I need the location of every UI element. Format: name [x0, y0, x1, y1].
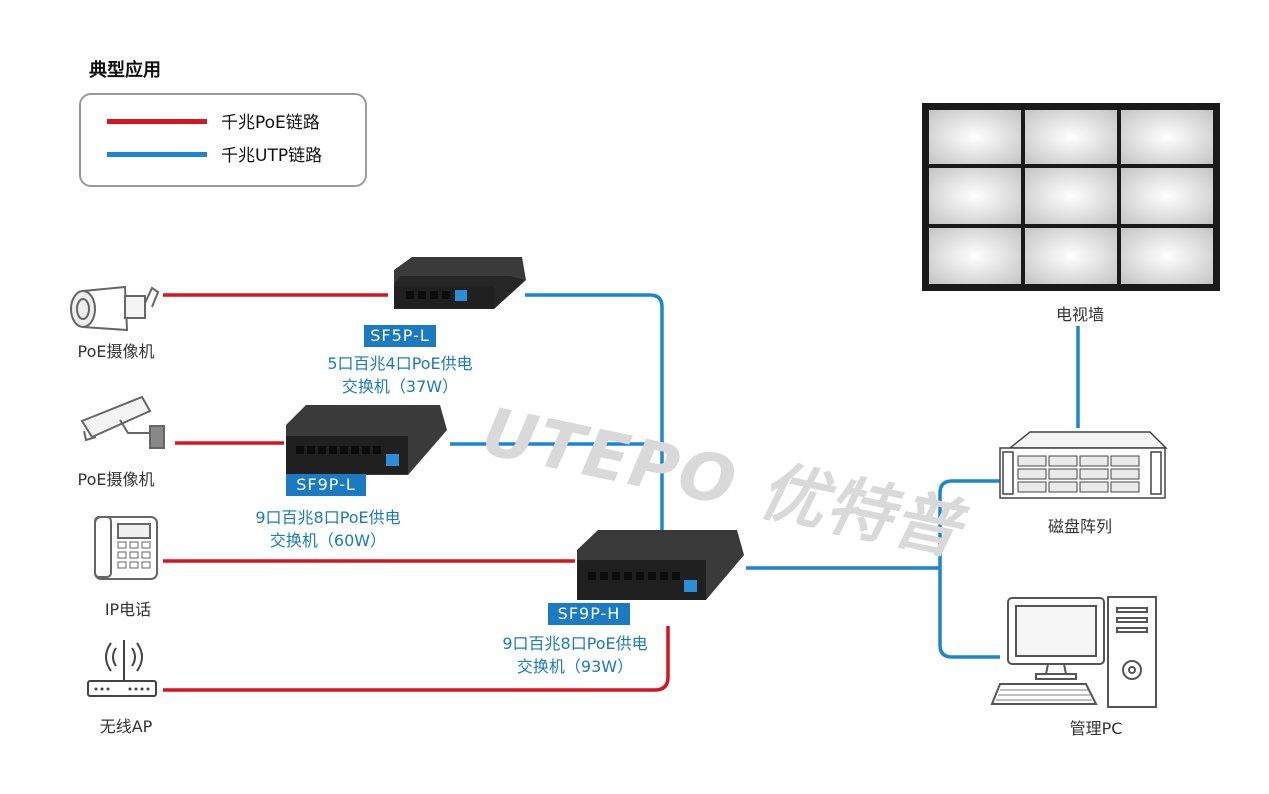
switch-desc-line1: 5口百兆4口PoE供电: [327, 354, 473, 373]
legend-label-utp: 千兆UTP链路: [221, 146, 323, 166]
legend-label-poe: 千兆PoE链路: [221, 113, 320, 133]
phone-label: IP电话: [104, 600, 152, 619]
switch-desc-sf5p-l: 5口百兆4口PoE供电 交换机（37W）: [300, 352, 500, 398]
pc-label: 管理PC: [1069, 719, 1123, 738]
ip-phone-icon: [94, 516, 158, 580]
switch-desc-line2: 交换机（93W）: [516, 657, 634, 676]
switch-desc-line2: 交换机（37W）: [341, 377, 459, 396]
pc-icon: [990, 596, 1157, 708]
box-camera-icon: [80, 395, 165, 449]
switch-desc-sf9p-l: 9口百兆8口PoE供电 交换机（60W）: [228, 506, 428, 552]
legend-swatch-poe: [107, 119, 207, 124]
switch-sf9p-h-icon: [577, 530, 744, 600]
model-badge-sf9p-h: SF9P-H: [548, 603, 630, 625]
videowall-label: 电视墙: [1055, 305, 1104, 324]
utp-link-branch: [938, 479, 1000, 659]
switch-desc-line2: 交换机（60W）: [269, 531, 387, 550]
switch-desc-line1: 9口百兆8口PoE供电: [502, 634, 648, 653]
page-title: 典型应用: [89, 60, 161, 81]
disk-array-icon: [999, 431, 1168, 499]
poe-link-ap: [163, 626, 670, 692]
utp-link-sf5p-uplink: [525, 293, 664, 540]
legend: 千兆PoE链路 千兆UTP链路: [79, 93, 367, 187]
camera2-label: PoE摄像机: [77, 470, 155, 489]
switch-desc-sf9p-h: 9口百兆8口PoE供电 交换机（93W）: [475, 632, 675, 678]
switch-sf5p-l-icon: [394, 257, 526, 309]
storage-label: 磁盘阵列: [1047, 517, 1112, 536]
camera1-label: PoE摄像机: [77, 342, 155, 361]
switch-desc-line1: 9口百兆8口PoE供电: [255, 508, 401, 527]
wireless-ap-icon: [87, 640, 157, 697]
ap-label: 无线AP: [99, 717, 153, 736]
videowall-icon: [922, 103, 1220, 291]
legend-swatch-utp: [107, 152, 207, 157]
switch-sf9p-l-icon: [286, 405, 447, 475]
bullet-camera-icon: [70, 285, 160, 332]
model-badge-sf5p-l: SF5P-L: [364, 325, 436, 347]
model-badge-sf9p-l: SF9P-L: [286, 474, 366, 496]
